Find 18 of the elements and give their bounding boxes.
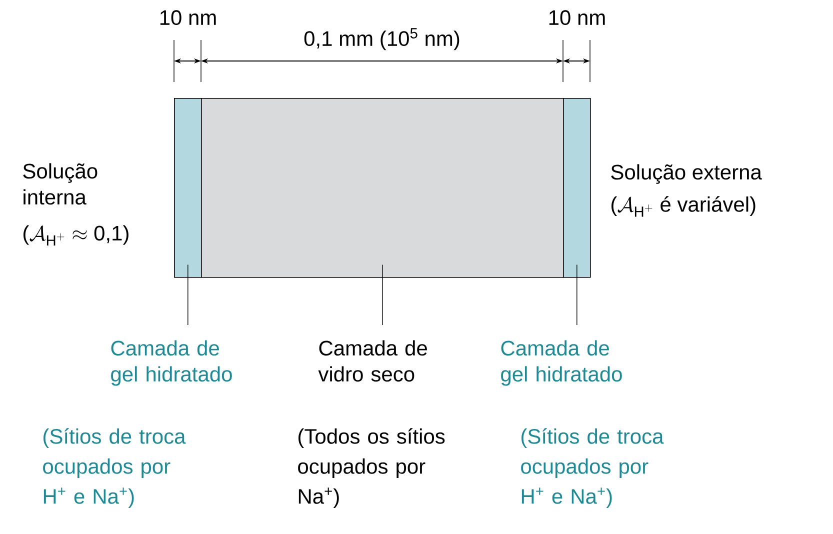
layer-description: (Sítios de troca ocupados por H$^{+}$ e Na$^{+}$): [43, 428, 186, 508]
layer-label: Camada de gel hidratado: [501, 340, 622, 386]
dimension-label: 10 nm: [549, 10, 605, 26]
leader-line: [576, 264, 578, 326]
dimension-label: 0,1 mm (10$^{5}$ nm): [304, 28, 460, 50]
leader-line: [382, 264, 383, 326]
solution-label: Solução interna: [23, 163, 98, 205]
solution-label: Solução externa: [611, 164, 762, 184]
gel-layer-strip: [174, 98, 202, 278]
layer-label: Camada de gel hidratado: [111, 340, 232, 386]
activity-formula: $\text{(}\mathcal{A}_{\text{H}^{+}}\text{ é variável)}$: [612, 196, 756, 217]
layer-description: (Sítios de troca ocupados por H$^{+}$ e Na$^{+}$): [521, 428, 664, 508]
layer-description: (Todos os sítios ocupados por Na$^{+}$): [298, 428, 445, 508]
dimension-label: 10 nm: [160, 10, 216, 26]
glass-layer-box: [201, 98, 564, 278]
layer-label: Camada de vidro seco: [318, 340, 427, 382]
gel-layer-strip: [563, 98, 591, 278]
activity-formula: $\text{(}\mathcal{A}_{\text{H}^{+}}\approx\text{0,1)}$: [24, 225, 128, 246]
